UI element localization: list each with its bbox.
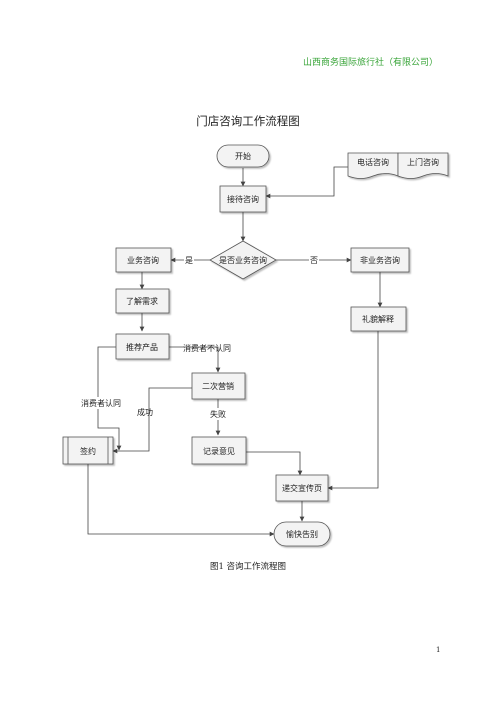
courtesy-explain-label: 礼貌解释 [362,314,394,324]
page-title: 门店咨询工作流程图 [196,114,300,128]
label-success: 成功 [137,407,153,417]
second-marketing-node: 二次营销 [191,372,246,400]
non-business-consult-node: 非业务咨询 [350,247,410,273]
page-number: 1 [436,646,441,654]
sign-contract-label: 签约 [80,446,96,456]
understand-needs-label: 了解需求 [126,296,158,306]
label-no: 否 [310,256,318,265]
understand-needs-node: 了解需求 [115,288,170,314]
phone-consult-label: 电话咨询 [357,157,389,167]
reception-node: 接待咨询 [219,185,267,213]
label-disagree: 消费者不认同 [183,343,231,353]
start-label: 开始 [235,151,251,161]
decision-node: 是否业务咨询 [209,240,277,280]
submit-brochure-label: 递交宣传页 [282,483,322,493]
courtesy-explain-node: 礼貌解释 [350,306,407,332]
start-node: 开始 [216,144,270,168]
non-business-consult-label: 非业务咨询 [360,255,400,265]
figure-caption: 图1 咨询工作流程图 [209,562,287,572]
sign-contract-node: 签约 [62,436,114,465]
decision-label: 是否业务咨询 [219,255,267,265]
recommend-product-node: 推荐产品 [115,333,170,360]
farewell-label: 愉快告别 [286,529,318,539]
second-marketing-label: 二次营销 [202,381,234,391]
visit-consult-node: 上门咨询 [397,152,449,179]
record-opinion-node: 记录意见 [191,436,247,465]
phone-consult-node: 电话咨询 [347,152,399,179]
label-fail: 失败 [210,409,226,419]
label-agree: 消费者认同 [81,398,121,408]
submit-brochure-node: 递交宣传页 [275,474,329,502]
company-header: 山西商务国际旅行社（有限公司） [302,58,438,68]
recommend-product-label: 推荐产品 [126,342,158,352]
record-opinion-label: 记录意见 [203,446,235,456]
business-consult-label: 业务咨询 [127,255,159,265]
reception-label: 接待咨询 [227,194,259,204]
visit-consult-label: 上门咨询 [407,157,439,167]
business-consult-node: 业务咨询 [115,247,172,273]
label-yes: 是 [185,256,193,265]
farewell-node: 愉快告别 [273,521,331,547]
